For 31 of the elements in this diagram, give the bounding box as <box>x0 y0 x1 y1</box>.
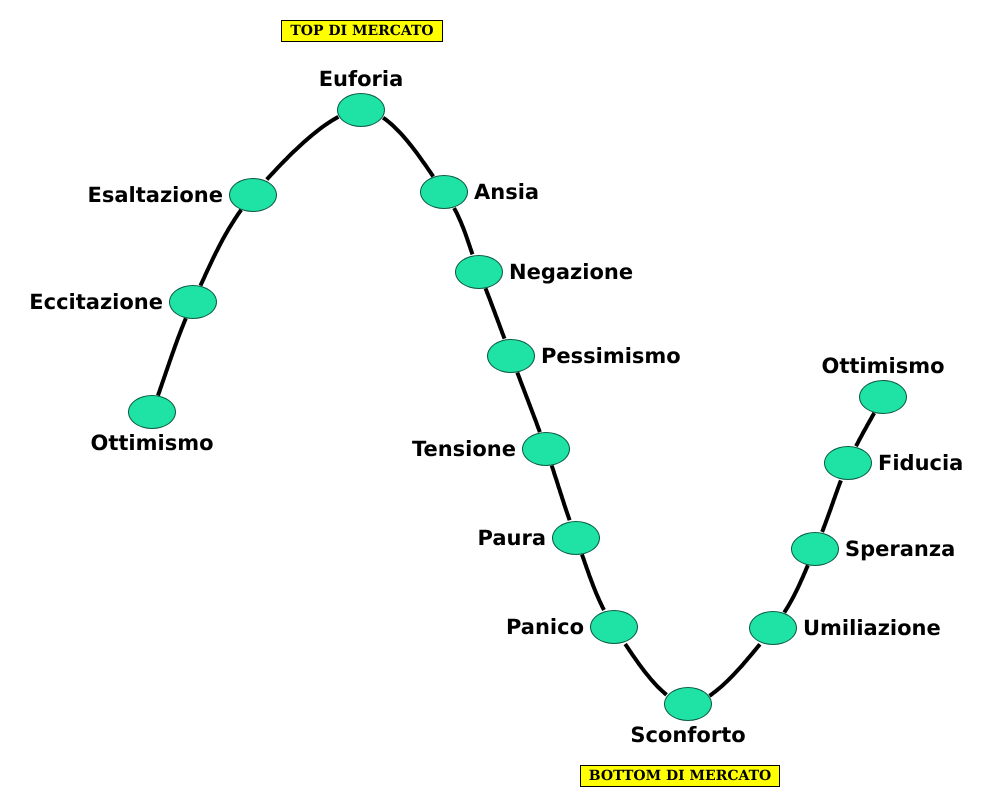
cycle-curve <box>265 115 340 181</box>
market-banner: TOP DI MERCATO <box>281 20 443 42</box>
cycle-curve <box>382 116 435 178</box>
phase-label: Negazione <box>509 260 634 284</box>
phase-label: Umiliazione <box>803 616 941 640</box>
phase-label: Ottimismo <box>821 354 945 378</box>
phase-label: Pessimismo <box>541 344 681 368</box>
phase-label: Speranza <box>845 537 956 561</box>
phase-label: Eccitazione <box>29 290 163 314</box>
cycle-curve <box>484 288 506 340</box>
phase-label: Paura <box>478 526 546 550</box>
phase-label: Panico <box>506 615 584 639</box>
phase-label: Ottimismo <box>90 431 214 455</box>
cycle-curve <box>708 642 762 698</box>
cycle-curve <box>198 208 243 286</box>
phase-label: Esaltazione <box>88 183 223 207</box>
cycle-curve <box>452 207 474 256</box>
phase-label: Sconforto <box>630 723 746 747</box>
cycle-curve <box>820 480 843 533</box>
cycle-curve <box>854 412 876 448</box>
cycle-curve <box>515 372 542 433</box>
phase-label: Euforia <box>318 67 404 91</box>
cycle-curve <box>580 554 606 611</box>
phase-label: Tensione <box>412 437 516 461</box>
market-banner: BOTTOM DI MERCATO <box>580 765 780 787</box>
phase-label: Ansia <box>474 180 540 204</box>
cycle-curve <box>624 642 668 696</box>
cycle-curve <box>550 464 572 521</box>
cycle-curve <box>782 564 810 614</box>
phase-label: Fiducia <box>878 451 964 475</box>
cycle-curve <box>156 318 188 396</box>
